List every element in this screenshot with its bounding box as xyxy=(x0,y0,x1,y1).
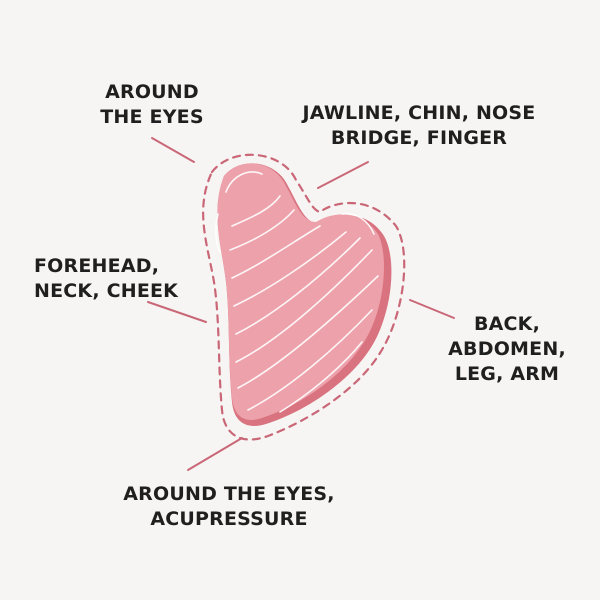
leader-forehead xyxy=(147,301,207,323)
label-forehead-neck-cheek: FOREHEAD, NECK, CHEEK xyxy=(34,254,178,304)
label-back-line-3: LEG, ARM xyxy=(454,363,560,386)
leader-bottom xyxy=(187,437,243,471)
leader-back xyxy=(409,299,455,319)
label-back-abdomen-leg-arm: BACK, ABDOMEN, LEG, ARM xyxy=(432,312,582,387)
label-around-the-eyes: AROUND THE EYES xyxy=(82,80,222,130)
label-jawline-line-1: JAWLINE, CHIN, NOSE xyxy=(302,102,536,124)
leader-jawline xyxy=(317,161,369,189)
label-around-the-eyes-line-2: THE EYES xyxy=(100,106,204,129)
label-bottom-line-2: ACUPRESSURE xyxy=(150,508,308,531)
label-back-line-2: ABDOMEN, xyxy=(448,338,566,361)
label-back-line-1: BACK, xyxy=(473,313,541,335)
stone-grain-lines xyxy=(215,171,379,413)
label-forehead-line-2: NECK, CHEEK xyxy=(34,280,179,303)
label-bottom-line-1: AROUND THE EYES, xyxy=(123,483,335,505)
label-jawline-line-2: BRIDGE, FINGER xyxy=(330,127,508,150)
label-around-the-eyes-line-1: AROUND xyxy=(105,81,199,103)
label-forehead-line-1: FOREHEAD, xyxy=(34,255,160,277)
dashed-outline xyxy=(202,153,406,441)
leader-around-eyes xyxy=(151,137,195,163)
label-jawline-chin-nose: JAWLINE, CHIN, NOSE BRIDGE, FINGER xyxy=(300,101,538,151)
label-around-eyes-acupressure: AROUND THE EYES, ACUPRESSURE xyxy=(104,482,354,532)
